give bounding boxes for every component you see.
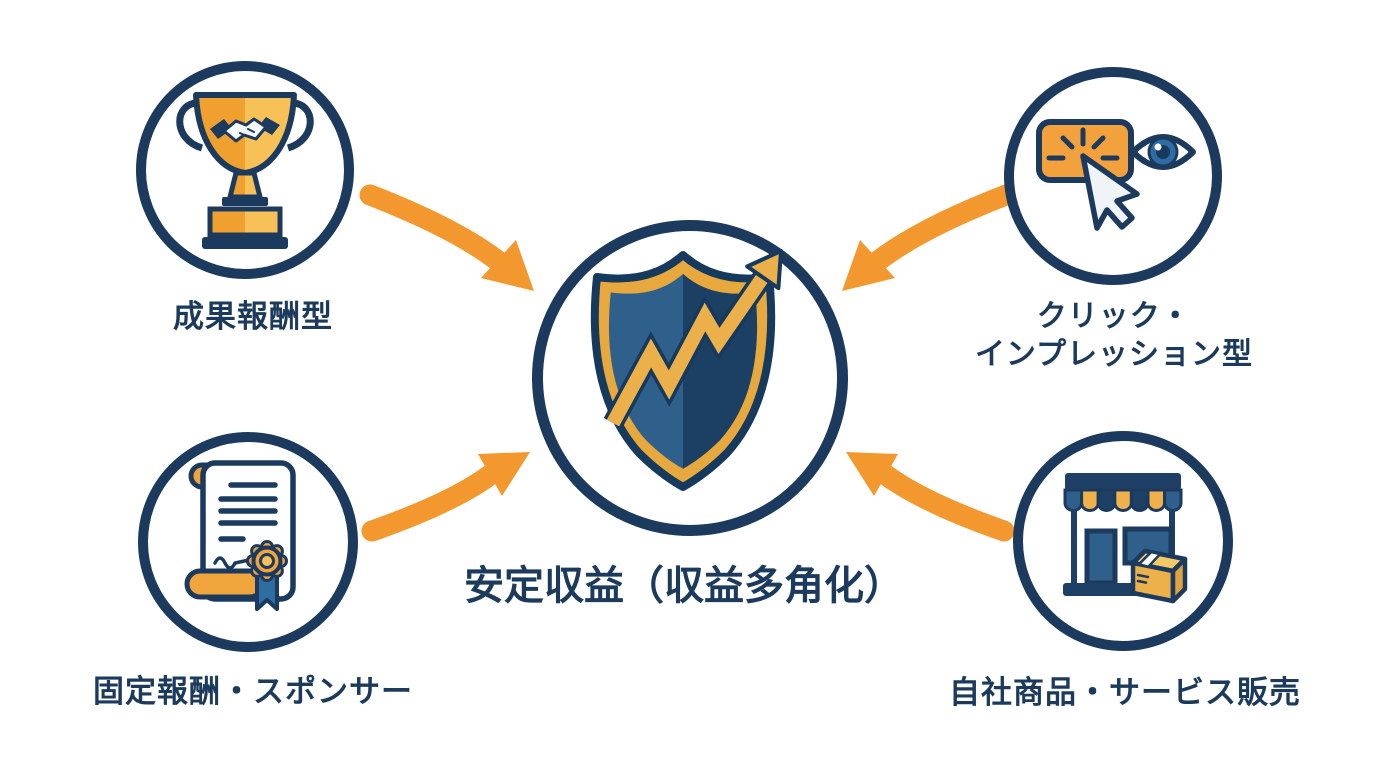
label-center: 安定収益（収益多角化） [464, 564, 904, 608]
store-door [1084, 528, 1118, 586]
store-awning [1063, 488, 1183, 512]
cursor-pointer-icon [1080, 153, 1140, 231]
handshake-glyph [210, 117, 280, 143]
growth-zigzag-arrow [603, 249, 783, 429]
shield-growth-arrow-icon [590, 249, 783, 491]
store-left-post [1071, 509, 1077, 585]
arrow-top-right-to-center [842, 184, 1017, 291]
node-own-products-circle [1013, 431, 1233, 651]
trophy-right-handle [286, 99, 314, 152]
label-own-products: 自社商品・サービス販売 [949, 675, 1301, 710]
trophy-plinth [202, 237, 288, 249]
arrow-bottom-right-to-center [846, 452, 1015, 542]
label-click-impression: クリック・ インプレッション型 [964, 298, 1264, 373]
arrow-bottom-left-to-center [361, 452, 530, 542]
trophy-stem [227, 170, 263, 200]
label-click-impression-line1: クリック・ [1036, 300, 1192, 333]
trophy-left-handle [176, 99, 204, 152]
trophy-base-panel [207, 206, 283, 238]
package-box [1130, 548, 1188, 604]
node-fixed-sponsor-circle [138, 432, 358, 652]
node-click-impression-circle [1004, 67, 1222, 285]
arrow-top-left-to-center [359, 184, 534, 291]
click-impression-eye-icon [1036, 119, 1196, 231]
node-center-circle [532, 220, 848, 536]
certificate-text-lines [218, 482, 278, 542]
label-performance: 成果報酬型 [173, 299, 333, 334]
storefront-box-icon [1063, 473, 1188, 604]
eye-icon [1130, 134, 1196, 170]
label-click-impression-line2: インプレッション型 [974, 337, 1254, 371]
signature-squiggle [213, 556, 251, 570]
certificate-seal-icon [184, 460, 296, 611]
rosette-seal [246, 540, 288, 582]
label-fixed-sponsor: 固定報酬・スポンサー [93, 674, 413, 709]
click-spark-rays [1046, 127, 1120, 161]
trophy-collar [222, 197, 268, 206]
store-roof-bar [1065, 473, 1181, 490]
trophy-handshake-icon [176, 92, 314, 249]
node-performance-circle [136, 61, 354, 279]
